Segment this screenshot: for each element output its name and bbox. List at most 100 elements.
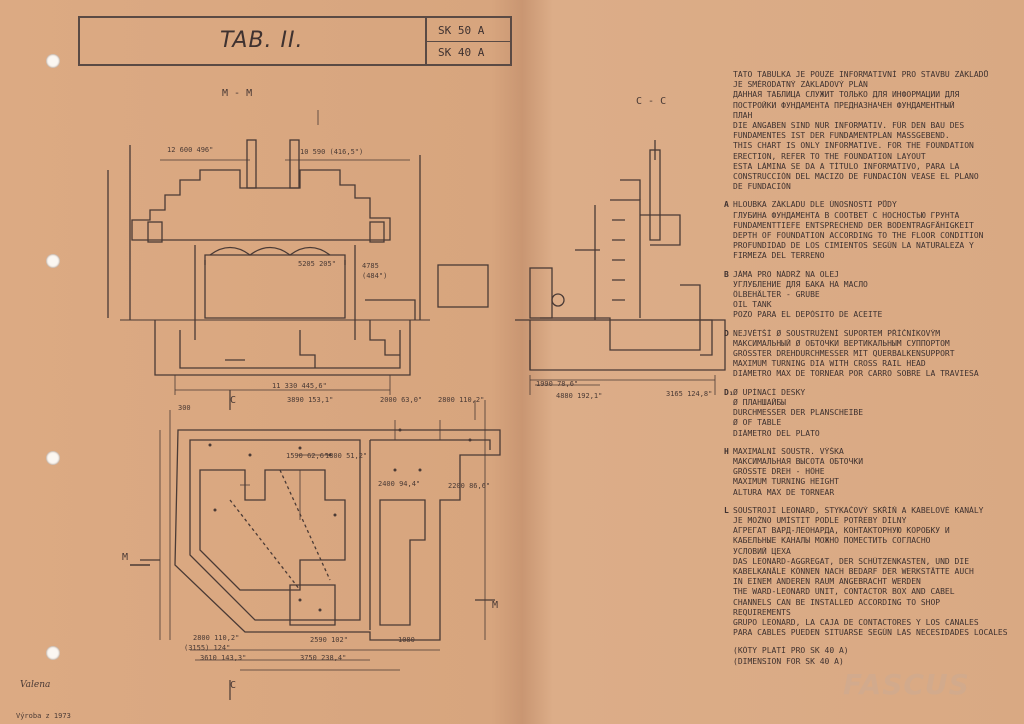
section-marker: C [230,395,237,406]
note-line: ГЛУБИНА ФУНДАМЕНТА В СООТВЕТ С НОСНОСТЬЮ… [733,210,960,220]
note-line: SOUSTROJÍ LEONARD, STYKAČOVÝ SKŘÍŇ A KAB… [733,505,984,515]
note-line: ESTA LÁMINA SE DA A TÍTULO INFORMATIVO, … [733,161,960,171]
dimension: 11 330 445,6" [272,382,327,390]
note-line: МАКСИМАЛЬНАЯ ВЫСОТА ОБТОЧКИ [733,456,864,466]
punch-hole [46,54,60,68]
plan-view [130,390,501,700]
note-line: POZO PARA EL DEPÓSITO DE ACEITE [733,310,883,320]
note-footer: (KÓTY PLATÍ PRO SK 40 A) (DIMENSION FOR … [733,646,1015,666]
dimension: 2400 94,4" [378,480,421,488]
note-h: H MAXIMÁLNÍ SOUSTR. VÝŠKA МАКСИМАЛЬНАЯ В… [724,446,1015,498]
note-line: OIL TANK [733,300,772,310]
section-marker: C [230,680,237,691]
section-marker: M [492,600,499,611]
note-intro: TATO TABULKA JE POUZE INFORMATIVNÍ PRO S… [733,70,1015,192]
note-line: DIÁMETRO DEL PLATO [733,428,820,438]
punch-hole [46,451,60,465]
dimension: 4880 192,1" [556,392,603,400]
drawing-title: TAB. II. [220,28,304,53]
note-line: DAS LEONARD-AGGREGAT, DER SCHÜTZENKASTEN… [733,556,970,566]
note-a: A HLOUBKA ZÁKLADU DLE ÚNOSNOSTI PŮDY ГЛУ… [724,200,1015,261]
section-label: C - C [636,96,667,107]
note-line: ÖLBEHÄLTER - GRUBE [733,290,820,300]
dimension: (484") [362,272,388,280]
punch-hole [46,254,60,268]
note-line: CONSTRUCCIÓN DEL MACIZO DE FUNDACIÓN VEA… [733,172,979,182]
section-marker: M [122,552,129,563]
section-c-c-view [515,140,726,395]
note-line: ПОСТРОЙКИ ФУНДАМЕНТА ПРЕДНАЗНАЧЕН ФУНДАМ… [733,100,955,110]
dimension: 2590 102" [310,636,348,644]
model-label: SK 40 A [438,46,485,59]
note-line: MAXIMÁLNÍ SOUSTR. VÝŠKA [733,446,844,456]
note-line: Ø OF TABLE [733,418,782,428]
dimension: 1080 [398,636,415,644]
dimension: 2000 63,0" [380,396,423,404]
dimension: 3610 143,3" [200,654,247,662]
note-line: ПЛАН [733,110,753,120]
note-line: REQUIREMENTS [733,607,791,617]
dimension: 1590 62,6" [286,452,329,460]
dimension: (3155) 124" [184,644,231,652]
note-line: ДАННАЯ ТАБЛИЦА СЛУЖИТ ТОЛЬКО ДЛЯ ИНФОРМА… [733,90,960,100]
note-b: B JÁMA PRO NÁDRŽ NA OLEJ УГЛУБЛЕНИЕ ДЛЯ … [724,269,1015,321]
watermark-logo: FASCUS [843,668,970,701]
dimension: 3750 238,4" [300,654,347,662]
note-line: THIS CHART IS ONLY INFORMATIVE. FOR THE … [733,141,974,151]
note-line: MAXIMUM TURNING HEIGHT [733,477,839,487]
note-line: TATO TABULKA JE POUZE INFORMATIVNÍ PRO S… [733,70,989,79]
note-line: ERECTION, REFER TO THE FOUNDATION LAYOUT [733,151,926,161]
note-line: JE MOŽNO UMÍSTIT PODLE POTŘEBY DÍLNY [733,515,907,525]
note-d: D NEJVĚTŠÍ Ø SOUSTRUŽENÍ SUPORTEM PŘÍČNÍ… [724,328,1015,380]
note-line: MAXIMUM TURNING DIA WITH CROSS RAIL HEAD [733,359,926,369]
note-line: DEPTH OF FOUNDATION ACCORDING TO THE FLO… [733,231,984,241]
note-line: DE FUNDACIÓN [733,182,791,192]
dimension: 2800 110,2" [438,396,485,404]
dimension: 1990 78,6" [536,380,579,388]
punch-hole [46,646,60,660]
dimension: 2200 86,6" [448,482,491,490]
stamp-text: Výroba z 1973 [16,712,71,720]
note-line: PROFUNDIDAD DE LOS CIMIENTOS SEGÚN LA NA… [733,241,974,251]
note-line: Ø UPÍNACÍ DESKY [733,387,806,397]
notes-panel: TATO TABULKA JE POUZE INFORMATIVNÍ PRO S… [724,70,1015,675]
note-letter: H [724,446,729,456]
note-line: CHANNELS CAN BE INSTALLED ACCORDING TO S… [733,597,941,607]
note-letter: D [724,328,729,338]
title-divider [425,18,427,64]
dimension: 10 590 (416,5") [300,148,364,156]
title-divider [427,41,512,42]
dimension: 12 600 496" [167,146,214,154]
note-l: L SOUSTROJÍ LEONARD, STYKAČOVÝ SKŘÍŇ A K… [724,505,1015,639]
dimension: 3165 124,8" [666,390,713,398]
model-label: SK 50 A [438,24,485,37]
note-line: ALTURA MAX DE TORNEAR [733,487,835,497]
note-line: NEJVĚTŠÍ Ø SOUSTRUŽENÍ SUPORTEM PŘÍČNÍKO… [733,328,941,338]
note-line: АГРЕГАТ ВАРД-ЛЕОНАРДА, КОНТАКТОРНУЮ КОРО… [733,526,950,536]
note-line: УСЛОВИЙ ЦЕХА [733,546,791,556]
note-line: DIÁMETRO MAX DE TORNEAR POR CARRO SOBRE … [733,369,979,379]
note-line: HLOUBKA ZÁKLADU DLE ÚNOSNOSTI PŮDY [733,200,897,210]
note-line: PARA CABLES PUEDEN SITUARSE SEGÚN LAS NE… [733,628,1008,638]
dimension: 300 [178,404,191,412]
note-line: DURCHMESSER DER PLANSCHEIBE [733,408,864,418]
note-line: FIRMEZA DEL TERRENO [733,251,825,261]
note-line: GRÖSSTE DREH - HÖHE [733,467,825,477]
note-line: GRUPO LEONARD, LA CAJA DE CONTACTORES Y … [733,617,979,627]
note-line: DIE ANGABEN SIND NUR INFORMATIV. FÜR DEN… [733,121,965,131]
note-line: JÁMA PRO NÁDRŽ NA OLEJ [733,269,839,279]
section-m-m-view [107,110,489,395]
note-line: Ø ПЛАНШАЙБЫ [733,397,786,407]
note-line: THE WARD-LEONARD UNIT, CONTACTOR BOX AND… [733,587,955,597]
section-label: M - M [222,88,253,99]
note-letter: B [724,269,729,279]
note-line: УГЛУБЛЕНИЕ ДЛЯ БАКА НА МАСЛО [733,279,868,289]
note-line: FUNDAMENTTIEFE ENTSPRECHEND DER BODENTRA… [733,220,974,230]
dimension: 2800 110,2" [193,634,240,642]
dimension: 1300 51,2" [325,452,368,460]
note-line: JE SMĚRODATNÝ ZÁKLADOVÝ PLÁN [733,80,868,90]
note-line: KABELKANÄLE KÖNNEN NACH BEDARF DER WERKS… [733,566,974,576]
note-line: GRÖSSTER DREHDURCHMESSER MIT QUERBALKENS… [733,349,955,359]
